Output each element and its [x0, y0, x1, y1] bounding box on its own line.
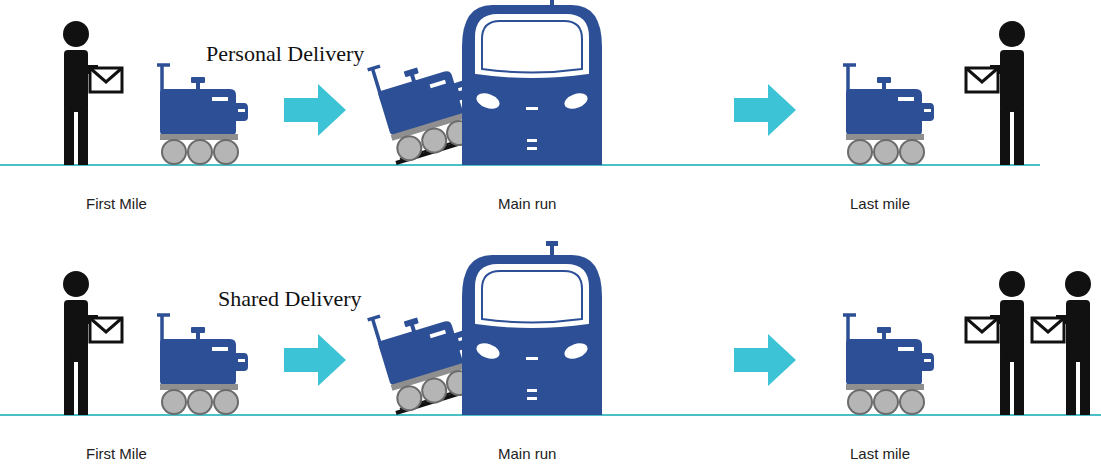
background [1040, 162, 1101, 168]
stage-label: First Mile [86, 446, 147, 463]
row-heading: Personal Delivery [206, 42, 364, 66]
stage-label: Last mile [850, 196, 910, 213]
personal-delivery-row [0, 0, 1101, 165]
shared-delivery-row [0, 241, 1101, 415]
stage-label: Main run [498, 446, 556, 463]
recipient-person [1032, 271, 1091, 415]
stage-label: Main run [498, 196, 556, 213]
row-heading: Shared Delivery [218, 287, 362, 311]
stage-label: Last mile [850, 446, 910, 463]
background [1040, 163, 1101, 169]
stage-label: First Mile [86, 196, 147, 213]
